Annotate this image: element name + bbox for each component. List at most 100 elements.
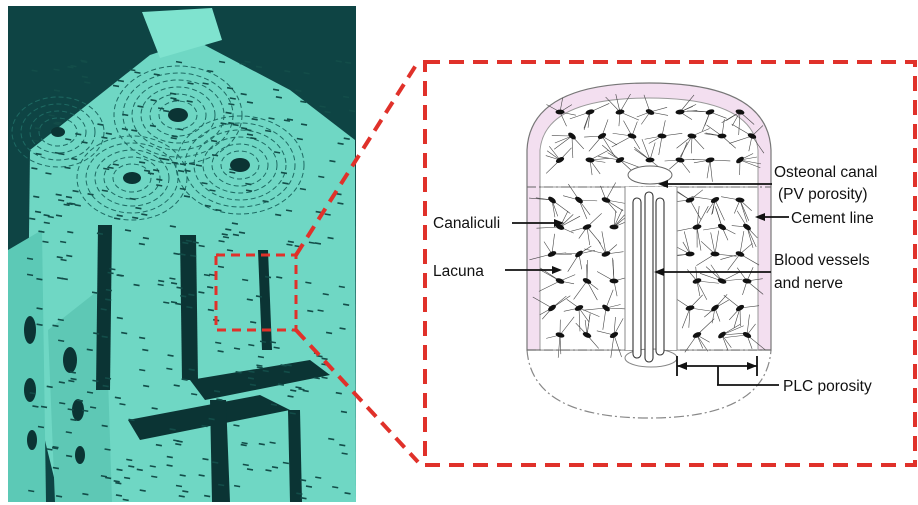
micro-lacuna xyxy=(186,240,192,241)
micro-lacuna xyxy=(73,191,79,192)
micro-lacuna xyxy=(115,483,121,484)
micro-lacuna xyxy=(295,387,301,388)
micro-lacuna xyxy=(186,307,192,308)
micro-lacuna xyxy=(156,445,162,446)
micro-lacuna xyxy=(158,284,164,285)
micro-lacuna xyxy=(315,243,321,244)
micro-lacuna xyxy=(119,404,125,405)
micro-lacuna xyxy=(180,475,186,476)
micro-lacuna xyxy=(273,89,279,90)
micro-lacuna xyxy=(57,257,63,258)
micro-lacuna xyxy=(250,322,256,323)
micro-lacuna xyxy=(105,378,111,379)
blood-vessel-tubes xyxy=(633,192,664,362)
micro-lacuna xyxy=(27,258,33,259)
micro-lacuna xyxy=(176,486,182,487)
micro-lacuna xyxy=(250,384,256,385)
micro-lacuna xyxy=(245,130,251,131)
micro-lacuna xyxy=(38,427,44,428)
micro-lacuna xyxy=(307,311,313,312)
micro-lacuna xyxy=(170,93,176,94)
micro-lacuna xyxy=(246,190,252,191)
micro-lacuna xyxy=(207,287,213,288)
micro-lacuna xyxy=(281,172,287,173)
micro-lacuna xyxy=(342,453,348,454)
micro-lacuna xyxy=(117,469,123,470)
micro-lacuna xyxy=(341,411,347,412)
micro-lacuna xyxy=(202,459,208,460)
micro-lacuna xyxy=(101,137,107,138)
micro-lacuna xyxy=(288,241,294,242)
micro-lacuna xyxy=(65,167,71,168)
micro-lacuna xyxy=(225,229,231,230)
micro-lacuna xyxy=(252,119,258,120)
micro-lacuna xyxy=(37,324,43,325)
micro-lacuna xyxy=(54,123,60,124)
micro-lacuna xyxy=(67,67,73,68)
micro-lacuna xyxy=(87,349,93,350)
micro-lacuna xyxy=(182,379,188,380)
micro-lacuna xyxy=(70,66,76,67)
micro-lacuna xyxy=(128,466,134,467)
micro-lacuna xyxy=(125,230,131,231)
micro-lacuna xyxy=(58,153,64,154)
micro-lacuna xyxy=(44,215,50,216)
micro-lacuna xyxy=(170,226,176,227)
micro-lacuna xyxy=(115,397,121,398)
micro-lacuna xyxy=(90,407,96,408)
micro-lacuna xyxy=(168,355,174,356)
micro-lacuna xyxy=(265,130,271,131)
micro-lacuna xyxy=(56,496,62,497)
micro-lacuna xyxy=(265,470,271,471)
micro-lacuna xyxy=(241,445,247,446)
micro-lacuna xyxy=(88,194,94,195)
micro-lacuna xyxy=(137,469,143,470)
micro-lacuna xyxy=(150,466,156,467)
micro-lacuna xyxy=(204,496,210,497)
micro-lacuna xyxy=(132,217,138,218)
micro-lacuna xyxy=(66,432,72,433)
micro-lacuna xyxy=(338,143,344,144)
micro-lacuna xyxy=(227,88,233,89)
micro-lacuna xyxy=(297,138,303,139)
micro-lacuna xyxy=(82,76,88,77)
micro-lacuna xyxy=(140,490,146,491)
micro-lacuna xyxy=(265,277,271,278)
micro-lacuna xyxy=(287,119,293,120)
micro-lacuna xyxy=(296,493,302,494)
micro-lacuna xyxy=(139,337,145,338)
micro-lacuna xyxy=(204,275,210,276)
micro-lacuna xyxy=(108,272,114,273)
micro-lacuna xyxy=(272,467,278,468)
bone-micrograph xyxy=(8,6,356,502)
micro-lacuna xyxy=(337,203,343,204)
micro-lacuna xyxy=(36,154,42,155)
micro-lacuna xyxy=(57,278,63,279)
micro-lacuna xyxy=(68,381,74,382)
micro-lacuna xyxy=(47,386,53,387)
micro-lacuna xyxy=(349,110,355,111)
micro-lacuna xyxy=(233,124,239,125)
micro-lacuna xyxy=(123,499,129,500)
micro-lacuna xyxy=(241,94,247,95)
micro-lacuna xyxy=(75,134,81,135)
micro-lacuna xyxy=(173,253,179,254)
micro-lacuna xyxy=(188,294,194,295)
micro-lacuna xyxy=(180,296,186,297)
micro-lacuna xyxy=(129,69,135,70)
micro-lacuna xyxy=(49,115,55,116)
micro-lacuna xyxy=(170,98,176,99)
micro-lacuna xyxy=(234,348,240,349)
label-and-nerve: and nerve xyxy=(774,275,843,292)
micro-lacuna xyxy=(151,476,157,477)
micro-lacuna xyxy=(139,162,145,163)
micro-lacuna xyxy=(163,159,169,160)
micro-lacuna xyxy=(142,350,148,351)
micro-lacuna xyxy=(340,328,346,329)
micro-lacuna xyxy=(345,493,351,494)
micro-lacuna xyxy=(114,218,120,219)
micro-lacuna xyxy=(65,139,71,140)
micro-lacuna xyxy=(143,386,149,387)
micro-lacuna xyxy=(274,347,280,348)
micro-lacuna xyxy=(129,419,135,420)
